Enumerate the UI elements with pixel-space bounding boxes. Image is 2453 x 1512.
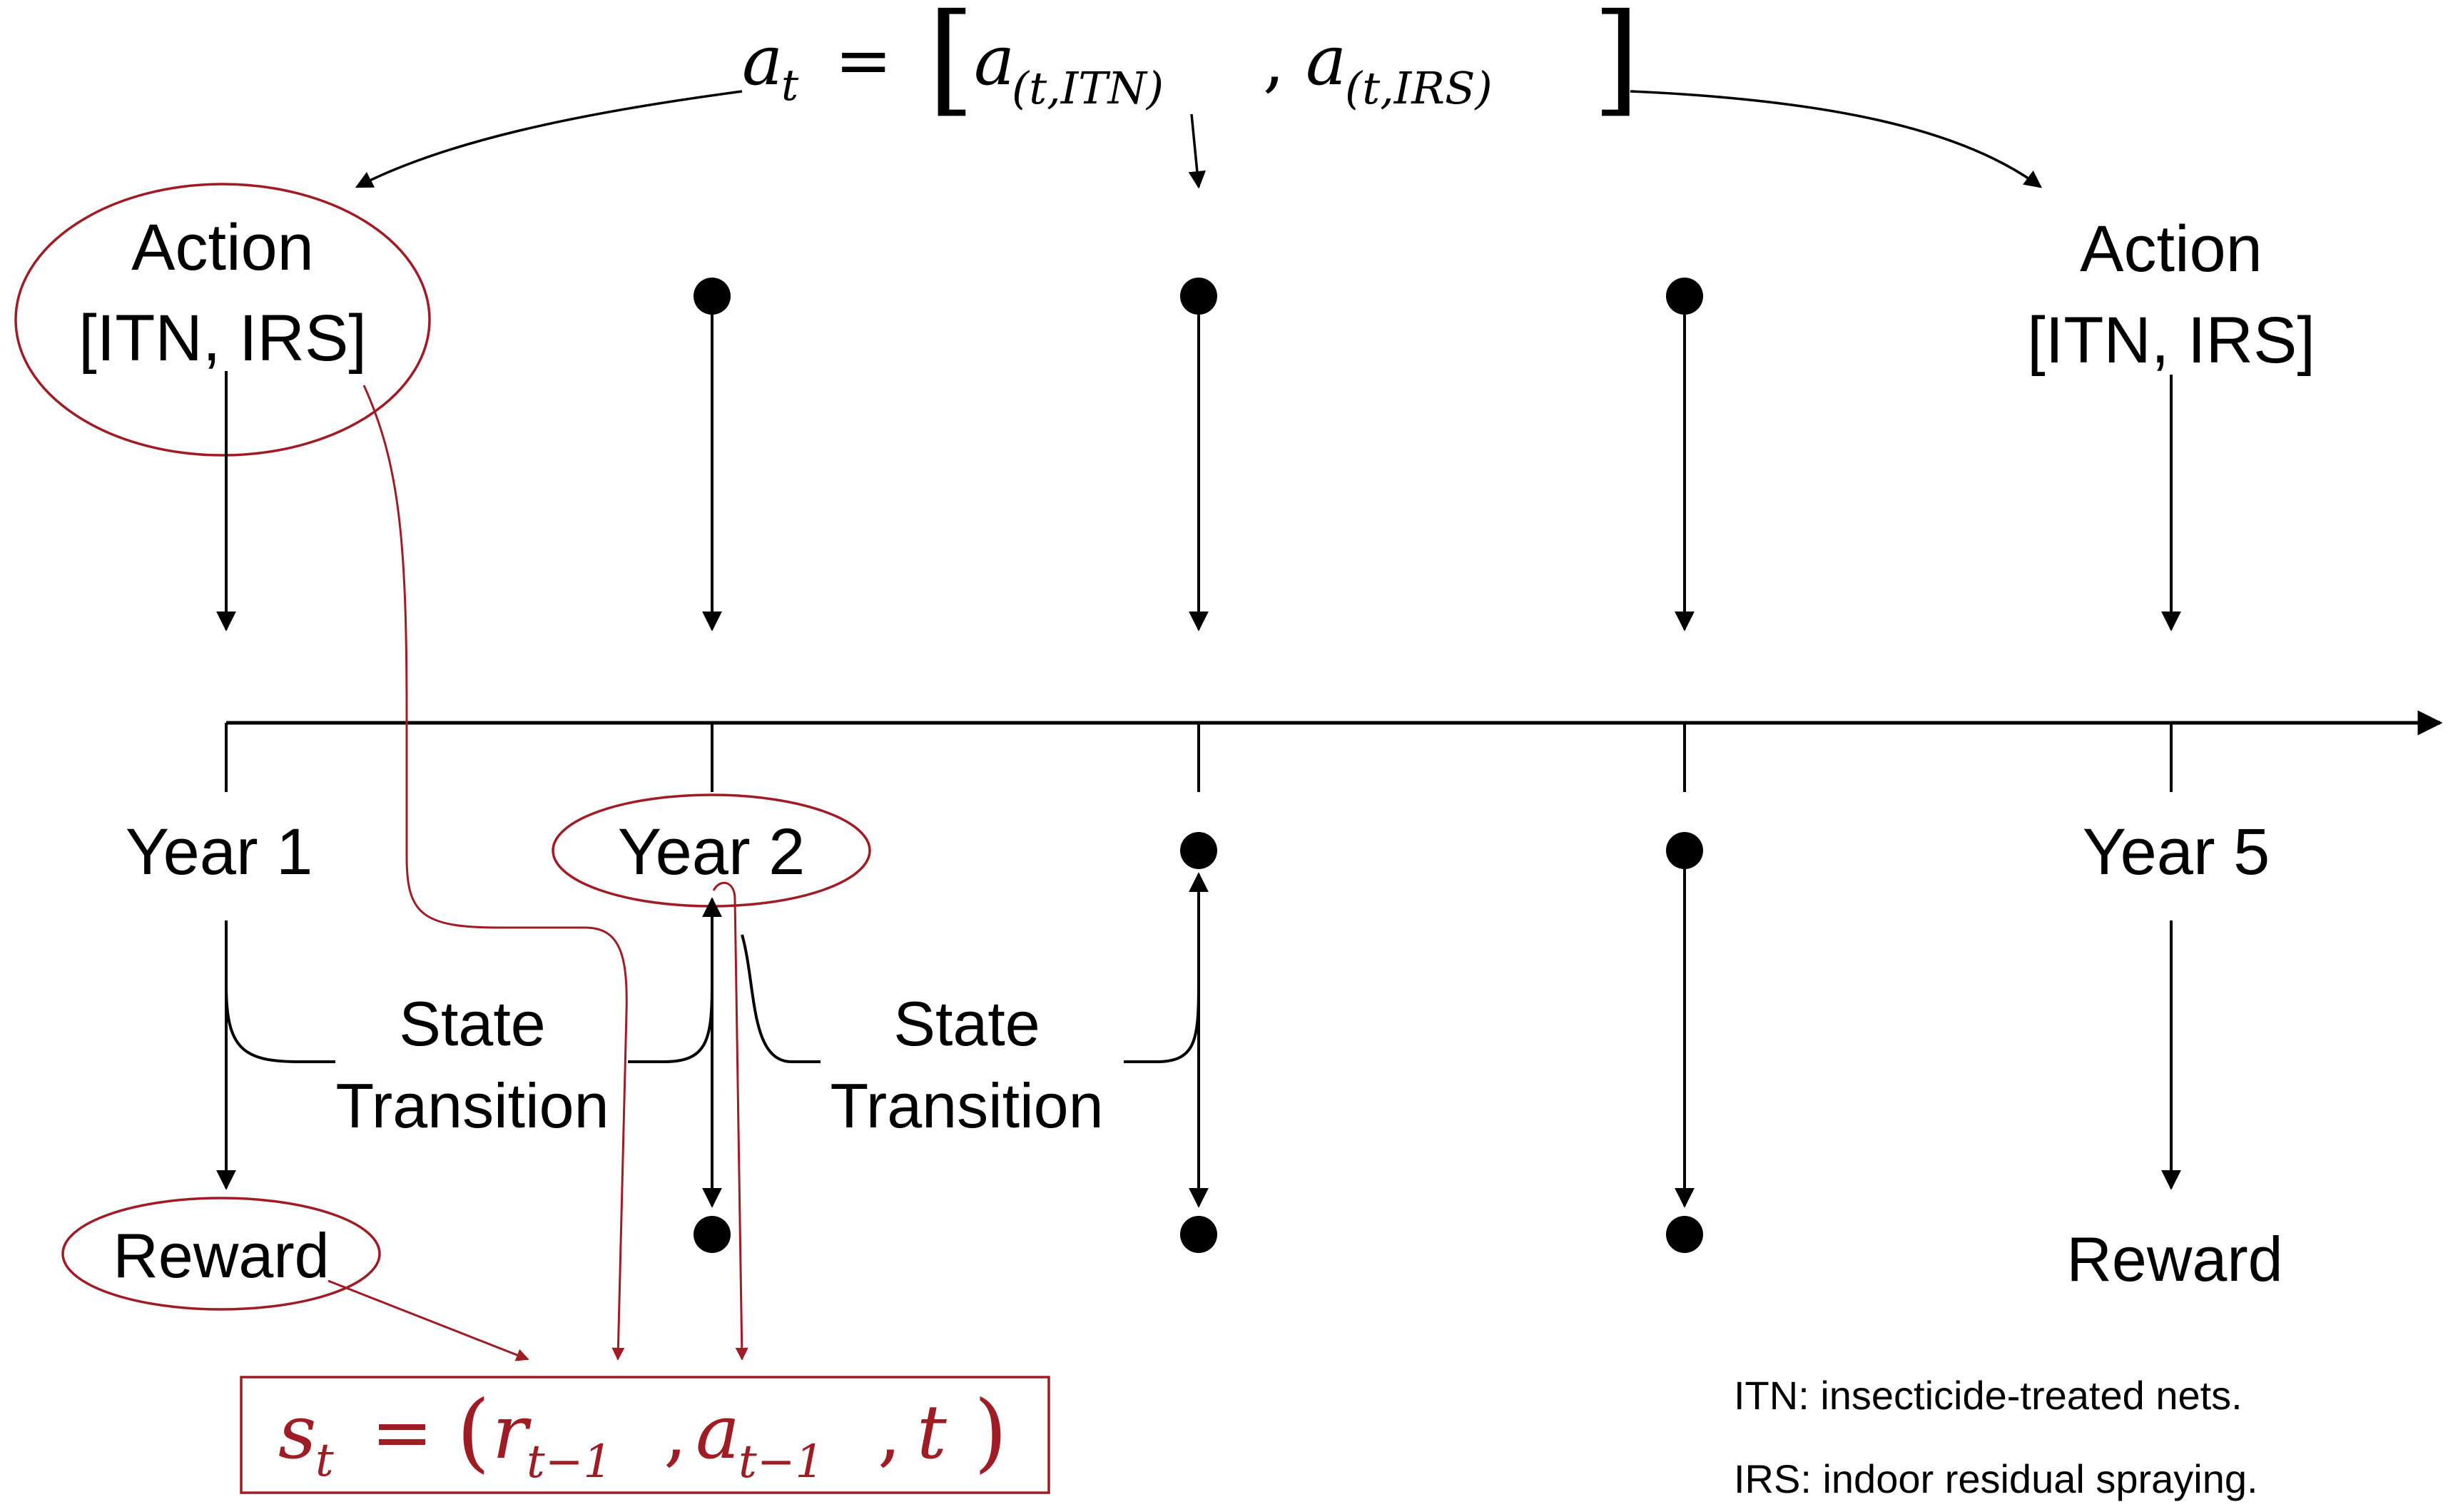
transition2-line2: Transition <box>830 1070 1103 1141</box>
connector-reward-to-state <box>327 1279 529 1361</box>
eq-top-term2: a <box>1306 21 1346 101</box>
state-eq-s: s <box>278 1389 316 1476</box>
year1-label: Year 1 <box>126 816 313 888</box>
eq-top-lhs-sub: t <box>781 61 799 111</box>
action-vector-equation: a t = [ a (t,ITN) , a (t,IRS) ] <box>742 0 1640 129</box>
state-eq-comma1: , <box>664 1389 687 1476</box>
state-eq-equals: = <box>371 1389 433 1476</box>
eq-to-action-left-arrow <box>355 90 743 188</box>
transition2-brace-left <box>741 934 821 1063</box>
legend-itn: ITN: insecticide-treated nets. <box>1734 1373 2243 1418</box>
connector-year-to-state <box>712 881 748 1361</box>
eq-top-term2-sub: (t,IRS) <box>1345 62 1493 114</box>
action-right-line1: Action <box>2080 213 2262 285</box>
eq-to-year3-arrow <box>1188 113 1207 189</box>
state-eq-a: a <box>696 1389 740 1476</box>
reward-right-label: Reward <box>2066 1224 2282 1294</box>
state-eq-r-sub: t−1 <box>527 1436 612 1488</box>
action-right-line2: [ITN, IRS] <box>2027 304 2315 377</box>
reward-left-highlight <box>61 1197 381 1311</box>
action-left-line1: Action <box>131 211 314 284</box>
state-eq-comma2: , <box>878 1389 901 1476</box>
eq-top-comma: , <box>1263 21 1285 101</box>
eq-top-term1-sub: (t,ITN) <box>1012 62 1164 114</box>
reward-dot-year2 <box>694 1216 731 1253</box>
transition1-brace-left <box>225 984 335 1063</box>
action-left-highlight <box>14 183 431 457</box>
transition1-brace-right <box>628 984 713 1063</box>
state-equation-box: s t = ( r t−1 , a t−1 , t ) <box>240 1376 1050 1494</box>
eq-to-action-right-arrow <box>1630 90 2042 188</box>
reward-dot-year4 <box>1666 1216 1703 1253</box>
state-eq-open-paren: ( <box>457 1383 490 1482</box>
transition1-line2: Transition <box>335 1070 609 1141</box>
state-equation-border <box>240 1376 1050 1494</box>
connector-action-to-state <box>362 385 628 1361</box>
eq-top-term1: a <box>974 21 1015 101</box>
eq-top-equals: = <box>835 21 892 101</box>
legend-irs: IRS: indoor residual spraying. <box>1734 1456 2258 1501</box>
action-left-group: Action [ITN, IRS] <box>14 183 431 457</box>
state-eq-t: t <box>917 1389 947 1476</box>
eq-top-lhs: a <box>742 21 783 101</box>
eq-top-lbracket: [ <box>928 0 975 129</box>
year3-dot <box>1180 832 1217 869</box>
state-eq-a-sub: t−1 <box>738 1436 824 1488</box>
year5-label: Year 5 <box>2083 816 2270 888</box>
eq-top-rbracket: ] <box>1593 0 1640 129</box>
state-eq-r: r <box>492 1389 532 1476</box>
action-right-group: Action [ITN, IRS] <box>2027 213 2315 377</box>
action-left-line2: [ITN, IRS] <box>78 302 367 375</box>
transition2-brace-right <box>1124 984 1200 1063</box>
transition2-line1: State <box>893 988 1040 1059</box>
state-eq-close-paren: ) <box>974 1383 1007 1482</box>
reward-left-label: Reward <box>113 1220 329 1291</box>
reward-dot-year3 <box>1180 1216 1217 1253</box>
year2-label: Year 2 <box>618 816 806 888</box>
state-eq-s-sub: t <box>315 1434 334 1487</box>
transition1-line1: State <box>399 988 545 1059</box>
